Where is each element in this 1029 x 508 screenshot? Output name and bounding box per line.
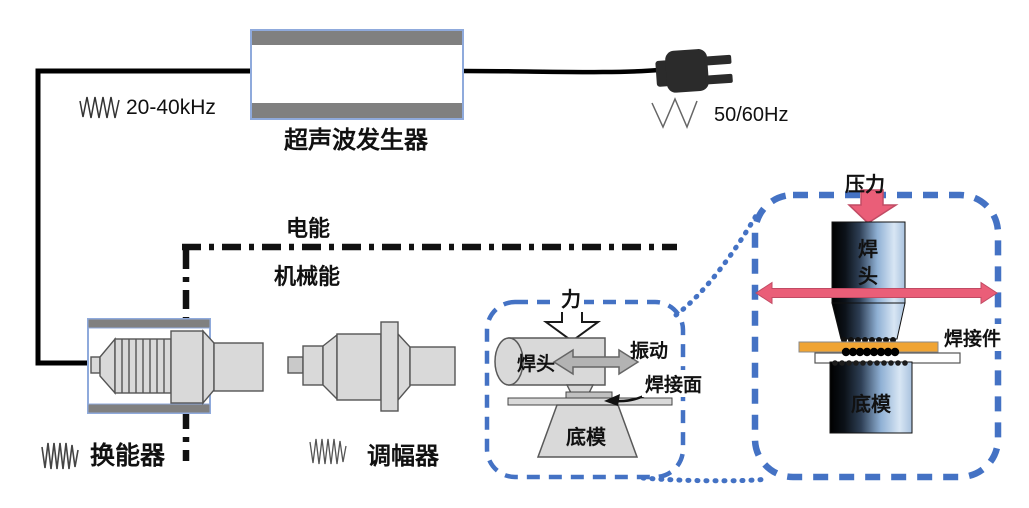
mechanical-energy-label: 机械能 <box>274 264 341 289</box>
generator-box <box>250 29 464 120</box>
booster-drawing <box>287 321 456 412</box>
zoom-connector-top <box>673 211 760 318</box>
vibration-label: 振动 <box>630 341 669 362</box>
wire-generator-to-plug <box>462 67 660 75</box>
pressure-label: 压力 <box>845 174 885 196</box>
booster-label: 调幅器 <box>367 443 439 470</box>
transducer-label: 换能器 <box>90 442 166 470</box>
amplitude-arrow <box>755 281 998 305</box>
anvil-top-serration <box>832 360 908 366</box>
power-plug-icon <box>655 49 733 93</box>
mains-frequency-label: 50/60Hz <box>714 104 789 126</box>
transducer-drawing <box>87 318 264 414</box>
weld-face-pointer-head <box>604 394 620 406</box>
pressure-arrow <box>847 189 899 224</box>
large-anvil-label: 底模 <box>851 394 891 416</box>
vibration-arrow <box>552 348 640 376</box>
electric-energy-label: 电能 <box>286 216 331 241</box>
wire-generator-to-transducer <box>35 68 251 366</box>
large-anvil <box>829 361 913 434</box>
transducer-wave-icon <box>41 442 79 470</box>
large-horn-taper <box>831 302 906 340</box>
small-inset-drawing <box>494 305 673 458</box>
generator-label: 超声波发生器 <box>284 127 428 154</box>
hf-wave-icon <box>79 96 120 119</box>
force-label: 力 <box>558 283 584 312</box>
small-horn-label: 焊头 <box>517 354 556 375</box>
zoom-connector-bottom <box>640 475 771 484</box>
small-horn-end-cap <box>494 337 524 386</box>
hf-frequency-label: 20-40kHz <box>126 96 216 119</box>
booster-wave-icon <box>309 438 347 465</box>
weld-nuggets <box>841 347 900 357</box>
small-anvil <box>536 404 639 458</box>
large-horn-label: 焊头 <box>858 239 878 288</box>
weldment-label: 焊接件 <box>941 324 1005 351</box>
weld-face-label: 焊接面 <box>642 370 706 397</box>
large-inset-drawing <box>755 189 998 434</box>
lower-workpiece <box>507 397 673 406</box>
small-anvil-label: 底模 <box>566 427 606 449</box>
mains-wave-icon <box>651 97 698 129</box>
